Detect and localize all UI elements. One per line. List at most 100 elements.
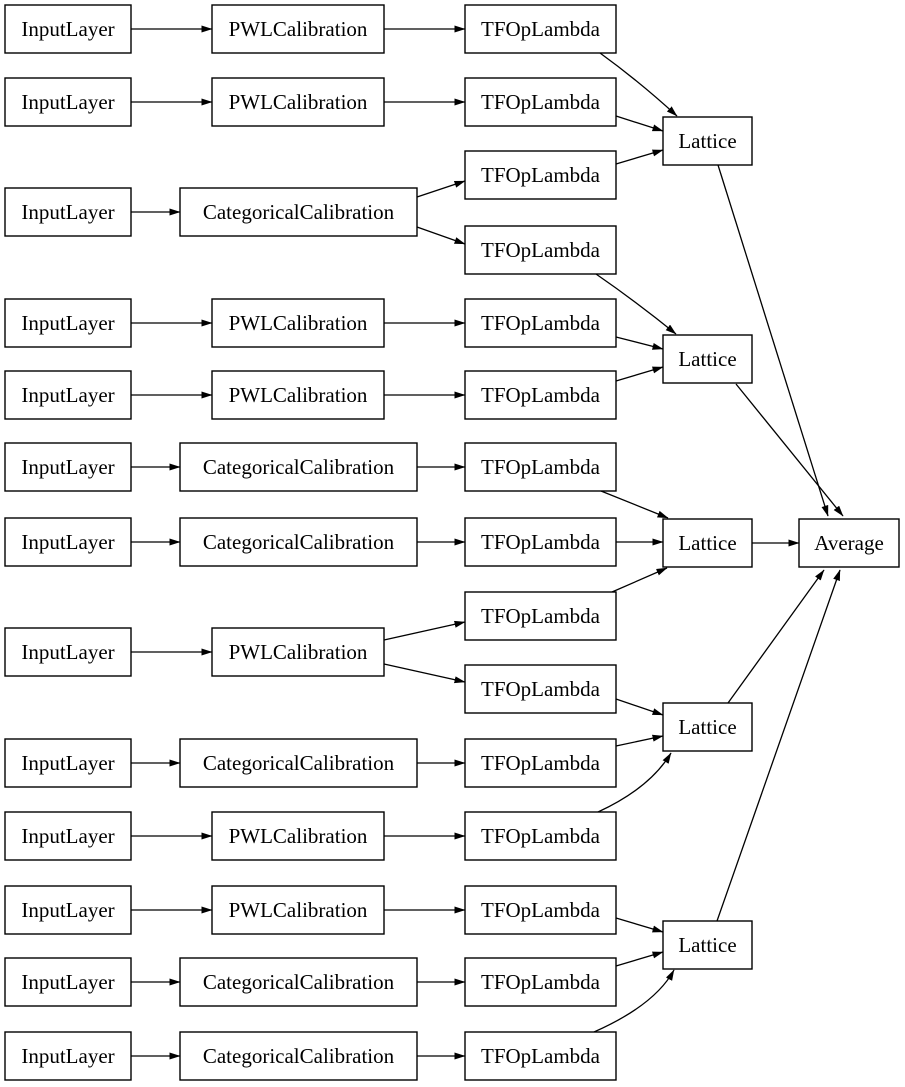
node-tfop-15: TFOpLambda <box>464 1031 617 1081</box>
node-box-tfop-1 <box>464 4 617 54</box>
node-tfop-5: TFOpLambda <box>464 298 617 348</box>
node-label-lattice-3: Lattice <box>678 531 736 555</box>
node-tfop-9: TFOpLambda <box>464 591 617 641</box>
edge-pwl-5-to-tfop-9 <box>383 620 466 641</box>
node-label-tfop-8: TFOpLambda <box>481 530 601 554</box>
node-box-catcal-3 <box>179 517 418 567</box>
edge-tfop-14-to-lattice-5 <box>615 951 664 967</box>
node-box-lattice-1 <box>662 116 753 166</box>
edge-tfop-15-to-lattice-5 <box>593 969 675 1033</box>
edge-tfop-12-to-lattice-4 <box>597 752 672 813</box>
node-tfop-11: TFOpLambda <box>464 738 617 788</box>
node-box-input-9 <box>4 738 132 788</box>
edge-tfop-7-to-lattice-3 <box>600 490 669 519</box>
node-label-tfop-9: TFOpLambda <box>481 604 601 628</box>
node-box-tfop-5 <box>464 298 617 348</box>
node-label-input-2: InputLayer <box>21 90 114 114</box>
edge-tfop-4-to-lattice-2 <box>595 273 677 335</box>
node-catcal-3: CategoricalCalibration <box>179 517 418 567</box>
node-input-8: InputLayer <box>4 627 132 677</box>
nodes-layer: InputLayerInputLayerInputLayerInputLayer… <box>4 4 900 1081</box>
node-box-input-1 <box>4 4 132 54</box>
node-box-pwl-4 <box>211 370 385 420</box>
node-input-10: InputLayer <box>4 811 132 861</box>
node-label-tfop-6: TFOpLambda <box>481 383 601 407</box>
node-label-input-13: InputLayer <box>21 1044 114 1068</box>
node-box-catcal-4 <box>179 738 418 788</box>
node-label-pwl-6: PWLCalibration <box>229 824 368 848</box>
node-tfop-14: TFOpLambda <box>464 957 617 1007</box>
node-tfop-7: TFOpLambda <box>464 442 617 492</box>
node-input-1: InputLayer <box>4 4 132 54</box>
node-input-7: InputLayer <box>4 517 132 567</box>
node-catcal-1: CategoricalCalibration <box>179 187 418 237</box>
node-box-input-4 <box>4 298 132 348</box>
edge-catcal-1-to-tfop-4 <box>416 226 466 245</box>
node-pwl-6: PWLCalibration <box>211 811 385 861</box>
node-box-tfop-8 <box>464 517 617 567</box>
node-label-tfop-11: TFOpLambda <box>481 751 601 775</box>
node-catcal-2: CategoricalCalibration <box>179 442 418 492</box>
node-label-input-5: InputLayer <box>21 383 114 407</box>
node-label-pwl-3: PWLCalibration <box>229 311 368 335</box>
node-input-6: InputLayer <box>4 442 132 492</box>
node-label-tfop-14: TFOpLambda <box>481 970 601 994</box>
node-label-tfop-7: TFOpLambda <box>481 455 601 479</box>
node-label-catcal-5: CategoricalCalibration <box>203 970 395 994</box>
node-box-tfop-14 <box>464 957 617 1007</box>
node-catcal-5: CategoricalCalibration <box>179 957 418 1007</box>
edge-lattice-5-to-average <box>716 569 841 922</box>
node-label-pwl-4: PWLCalibration <box>229 383 368 407</box>
node-box-lattice-2 <box>662 334 753 384</box>
node-box-input-5 <box>4 370 132 420</box>
node-box-input-8 <box>4 627 132 677</box>
node-label-input-1: InputLayer <box>21 17 114 41</box>
node-label-input-10: InputLayer <box>21 824 114 848</box>
edge-tfop-9-to-lattice-3 <box>611 567 668 593</box>
node-label-tfop-13: TFOpLambda <box>481 898 601 922</box>
node-pwl-1: PWLCalibration <box>211 4 385 54</box>
node-tfop-4: TFOpLambda <box>464 225 617 275</box>
node-label-tfop-15: TFOpLambda <box>481 1044 601 1068</box>
node-box-input-6 <box>4 442 132 492</box>
node-box-input-3 <box>4 187 132 237</box>
node-box-tfop-7 <box>464 442 617 492</box>
node-box-average <box>798 518 900 568</box>
edge-tfop-2-to-lattice-1 <box>615 115 664 132</box>
node-label-catcal-4: CategoricalCalibration <box>203 751 395 775</box>
node-tfop-6: TFOpLambda <box>464 370 617 420</box>
node-lattice-3: Lattice <box>662 518 753 568</box>
node-box-input-7 <box>4 517 132 567</box>
node-label-catcal-6: CategoricalCalibration <box>203 1044 395 1068</box>
node-box-tfop-12 <box>464 811 617 861</box>
edge-pwl-5-to-tfop-10 <box>383 663 466 684</box>
node-box-lattice-5 <box>662 920 753 970</box>
edge-catcal-1-to-tfop-3 <box>416 180 466 198</box>
edge-tfop-5-to-lattice-2 <box>615 336 664 350</box>
node-tfop-10: TFOpLambda <box>464 664 617 714</box>
edge-tfop-10-to-lattice-4 <box>615 698 664 716</box>
node-box-tfop-11 <box>464 738 617 788</box>
edge-tfop-3-to-lattice-1 <box>615 149 664 165</box>
node-label-catcal-1: CategoricalCalibration <box>203 200 395 224</box>
node-label-tfop-5: TFOpLambda <box>481 311 601 335</box>
node-box-catcal-5 <box>179 957 418 1007</box>
node-label-lattice-4: Lattice <box>678 715 736 739</box>
node-catcal-6: CategoricalCalibration <box>179 1031 418 1081</box>
node-label-average: Average <box>814 531 884 555</box>
node-box-tfop-13 <box>464 885 617 935</box>
node-box-input-13 <box>4 1031 132 1081</box>
node-label-tfop-12: TFOpLambda <box>481 824 601 848</box>
edge-lattice-2-to-average <box>735 383 844 517</box>
node-tfop-2: TFOpLambda <box>464 77 617 127</box>
node-label-input-6: InputLayer <box>21 455 114 479</box>
node-label-input-8: InputLayer <box>21 640 114 664</box>
node-input-4: InputLayer <box>4 298 132 348</box>
node-tfop-3: TFOpLambda <box>464 150 617 200</box>
node-pwl-2: PWLCalibration <box>211 77 385 127</box>
node-label-pwl-2: PWLCalibration <box>229 90 368 114</box>
node-box-input-2 <box>4 77 132 127</box>
node-lattice-5: Lattice <box>662 920 753 970</box>
node-box-pwl-6 <box>211 811 385 861</box>
